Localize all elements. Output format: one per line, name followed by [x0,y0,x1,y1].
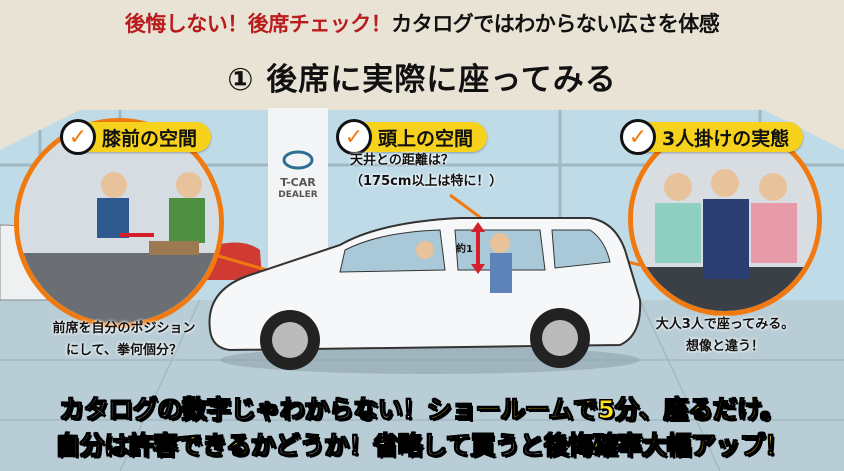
headroom-marker: 約1 [456,244,473,255]
dealer-sign: T-CAR DEALER [270,176,326,202]
message-highlight: 許容できる [128,431,252,461]
caption-line: 大人3人で座ってみる。 [655,317,795,332]
message-segment: 自分は [55,431,130,461]
caption-line: 前席を自分のポジション [52,321,196,336]
dealer-sign-line1: T-CAR [280,176,316,189]
headline-red: 後悔しない！後席チェック！ [124,12,392,36]
badge-label: 3人掛けの実態 [662,127,790,150]
check-badge-knee: ✓ 膝前の空間 [60,119,212,155]
dealer-sign-line2: DEALER [278,190,318,200]
bottom-message-line2: 自分は許容できるかどうか！省略して買うと後悔確率大幅アップ！ [0,426,844,462]
headroom-caption: 天井との距離は？ （175cm以上は特に！） [350,150,520,192]
double-arrow-icon [471,222,485,274]
knee-caption: 前席を自分のポジション にして、拳何個分？ [14,318,234,362]
three-seat-illustration [628,122,822,316]
front-rear-seat-scene [19,123,219,323]
check-icon: ✓ [60,119,96,155]
page-title: ① 後席に実際に座ってみる [227,62,617,98]
check-badge-headroom: ✓ 頭上の空間 [336,119,488,155]
check-icon: ✓ [336,119,372,155]
rear-seat-three-people [633,127,817,311]
three-seat-caption: 大人3人で座ってみる。 想像と違う！ [630,314,820,358]
caption-line: 想像と違う！ [685,339,764,354]
headline: 後悔しない！後席チェック！カタログではわからない広さを体感 [0,8,844,38]
bottom-message-line1: カタログの数字じゃわからない！ショールームで5分、座るだけ。 [0,390,844,426]
headline-black: カタログではわからない広さを体感 [391,12,720,36]
badge-label: 膝前の空間 [102,127,198,150]
car-logo-icon [282,150,314,170]
caption-line: 天井との距離は？ [350,153,454,168]
main-car [208,217,642,374]
message-segment: カタログの数字じゃわからない！ [59,395,428,425]
message-highlight: 後悔確率大幅アップ！ [543,431,790,461]
check-icon: ✓ [620,119,656,155]
check-badge-three-seat: ✓ 3人掛けの実態 [620,119,804,155]
caption-line: にして、拳何個分？ [66,343,182,358]
knee-space-illustration [14,118,224,328]
caption-line: （175cm以上は特に！） [350,174,503,189]
message-segment: かどうか！省略して買うと [250,431,545,461]
message-highlight: ショールームで5分、座るだけ。 [426,395,785,425]
badge-label: 頭上の空間 [378,127,474,150]
